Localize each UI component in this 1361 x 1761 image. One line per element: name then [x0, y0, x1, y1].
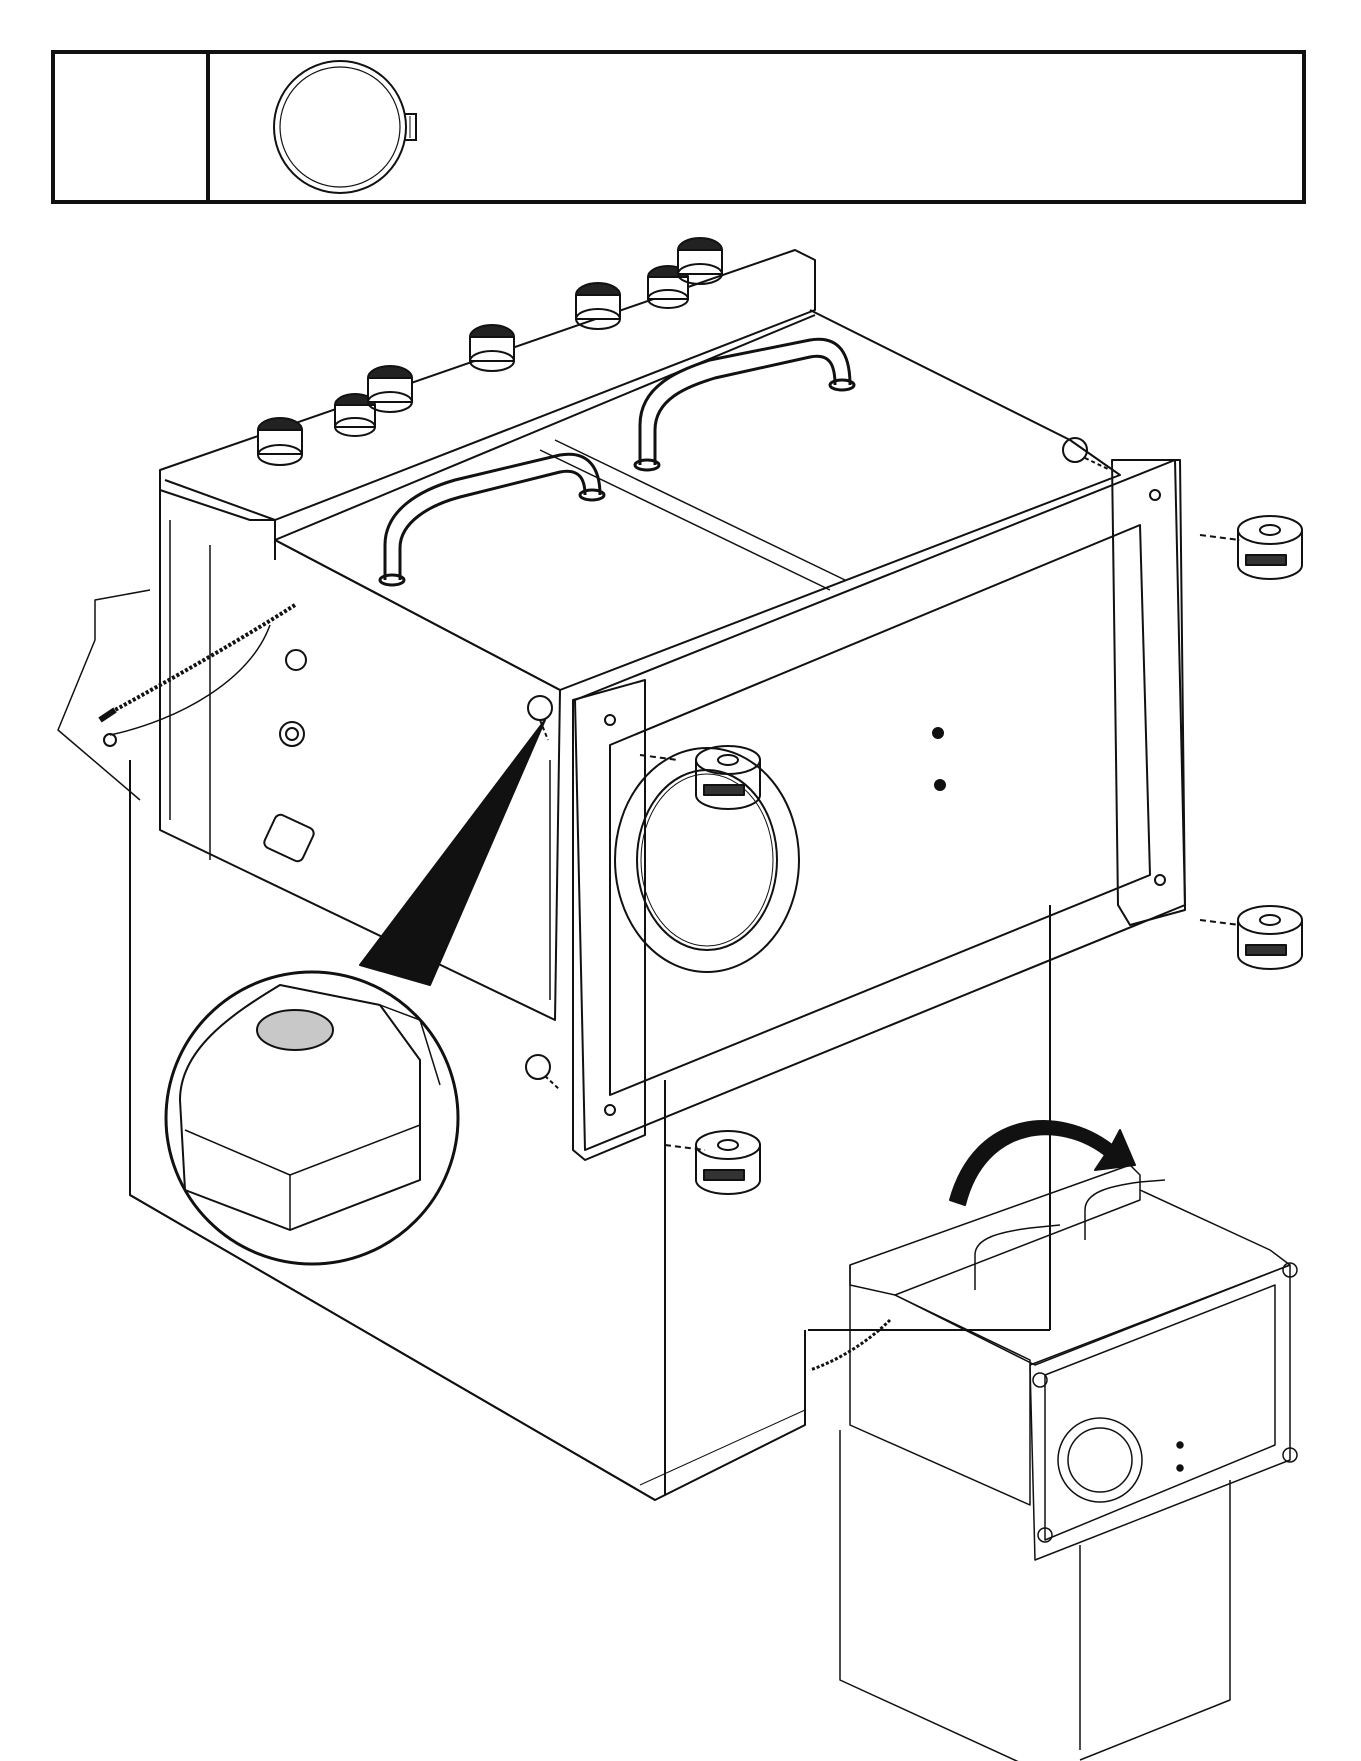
parts-header-box — [51, 50, 1306, 204]
assembly-illustration — [0, 210, 1361, 1761]
front-frame — [575, 460, 1185, 1150]
step-number-cell — [55, 54, 210, 200]
knob-icon — [576, 283, 620, 329]
cart-handles — [380, 339, 854, 585]
knob-icon — [470, 325, 514, 371]
wheel-caps — [526, 438, 1110, 1090]
knob-icon — [258, 418, 302, 465]
caster-wheel-icon — [1200, 906, 1302, 969]
side-panel — [160, 470, 560, 1020]
assembly-drawing — [0, 210, 1361, 1761]
control-knobs — [258, 238, 722, 465]
wheel-cap-icon — [526, 1055, 560, 1090]
parts-list-cell — [210, 54, 1302, 200]
caster-wheels — [640, 516, 1302, 1194]
wheel-cap-icon — [210, 54, 430, 204]
assembled-cart-inset — [810, 1165, 1297, 1761]
wire-harness — [58, 590, 295, 800]
caster-wheel-icon — [665, 1131, 760, 1194]
wheel-cap-icon — [1063, 438, 1110, 470]
corner-brackets — [573, 460, 1185, 1160]
detail-callout — [166, 720, 545, 1264]
control-rail — [160, 250, 815, 560]
flip-over-arrow-icon — [950, 1121, 1135, 1205]
caster-wheel-icon — [1200, 516, 1302, 579]
